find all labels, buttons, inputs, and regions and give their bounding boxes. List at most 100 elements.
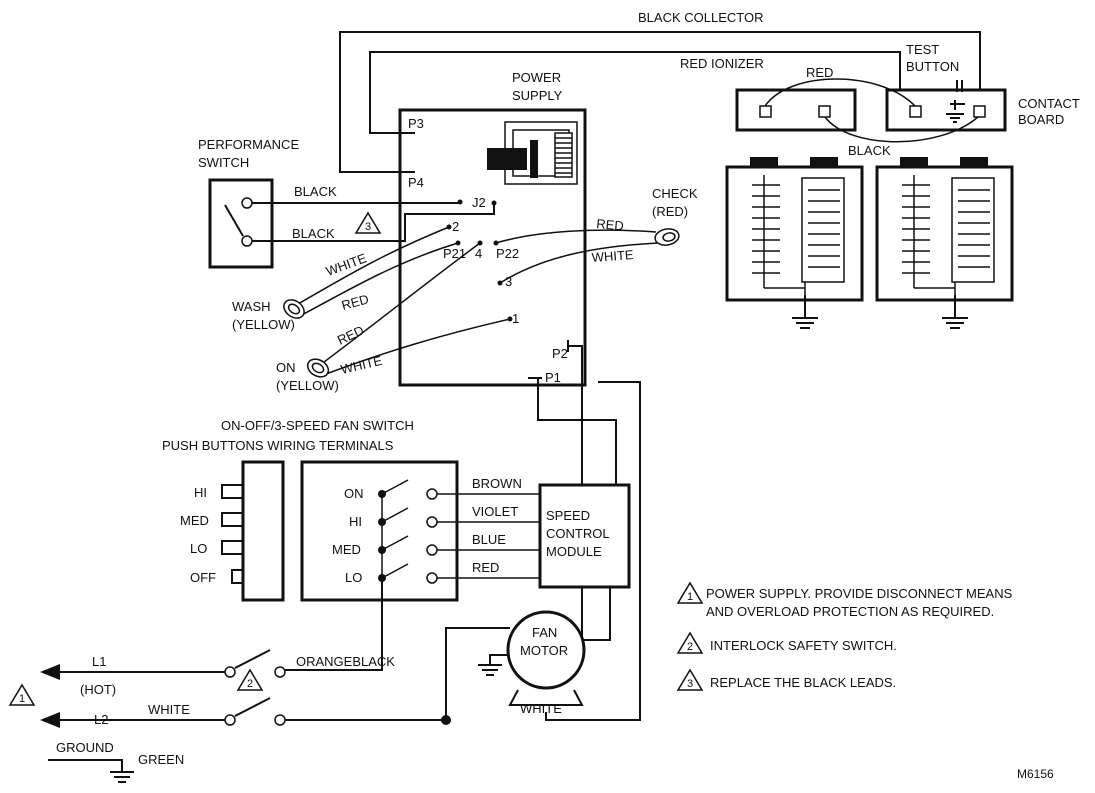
note-1-line-2: AND OVERLOAD PROTECTION AS REQUIRED. [706, 604, 994, 619]
fan-motor-label-2: MOTOR [520, 643, 568, 658]
l2-white-label: WHITE [148, 702, 190, 717]
push-button-tabs [221, 484, 243, 584]
terminal-p3: P3 [408, 116, 424, 131]
wash-white-label: WHITE [324, 250, 369, 279]
on-light-label-2: (YELLOW) [276, 378, 339, 393]
interlock-blade [234, 649, 271, 669]
button-hi: HI [194, 485, 207, 500]
check-red-label: RED [596, 216, 625, 233]
contact-board-label-2: BOARD [1018, 112, 1064, 127]
switch-pos-med: MED [332, 542, 361, 557]
check-light-icon [654, 228, 680, 246]
test-button-label-2: BUTTON [906, 59, 959, 74]
on-white-wire [325, 318, 511, 375]
neutral-junction [441, 715, 451, 725]
red-jumper-wire [764, 78, 916, 107]
motor-white-return [545, 381, 641, 721]
button-off: OFF [190, 570, 216, 585]
note-3-icon [676, 668, 704, 691]
contact-terminal-2 [973, 105, 986, 118]
fan-motor-label-1: FAN [532, 625, 557, 640]
wire-brown: BROWN [472, 476, 522, 491]
l2-arrow-icon [40, 712, 60, 728]
switch-pos-on: ON [344, 486, 364, 501]
note-1-line-1: POWER SUPPLY. PROVIDE DISCONNECT MEANS [706, 586, 1013, 601]
wire-red-switch: RED [472, 560, 499, 575]
power-supply-label-1: POWER [512, 70, 561, 85]
l2-label: L2 [94, 712, 108, 727]
ionizer-board [735, 88, 857, 132]
collector-cell-2 [875, 157, 1014, 329]
test-button-label-1: TEST [906, 42, 939, 57]
black-jumper-wire [824, 116, 979, 143]
wash-white-wire [297, 226, 450, 305]
wash-red-label: RED [340, 291, 370, 313]
terminal-j2: J2 [472, 195, 486, 210]
terminal-p2: P2 [552, 346, 568, 361]
l2-switch-terminal-1 [224, 714, 236, 726]
transformer-icon [487, 121, 578, 185]
on-red-label: RED [335, 323, 366, 348]
switch-contacts [378, 479, 438, 584]
performance-switch-label-1: PERFORMANCE [198, 137, 299, 152]
test-button-ground-icon [946, 80, 965, 123]
power-supply-label-2: SUPPLY [512, 88, 563, 103]
neutral-wire [285, 627, 510, 721]
perf-switch-blade [224, 204, 244, 237]
note-2-num: 2 [687, 641, 693, 653]
l2-switch-blade [234, 697, 271, 717]
ground-label: GROUND [56, 740, 114, 755]
check-light-label-1: CHECK [652, 186, 698, 201]
terminal-p22: P22 [496, 246, 519, 261]
performance-switch-box [208, 178, 274, 269]
note-3-marker-num: 3 [365, 221, 371, 233]
push-button-block [241, 460, 285, 602]
l1-label: L1 [92, 654, 106, 669]
terminal-3: 3 [505, 274, 512, 289]
perf-switch-terminal-bottom [241, 235, 253, 247]
on-red-wire [323, 242, 481, 363]
interlock-terminal-1 [224, 666, 236, 678]
ground-icon [48, 759, 134, 783]
speed-control-label-1: SPEED [546, 508, 590, 523]
motor-ground-icon [478, 654, 508, 676]
black-wire-2-label: BLACK [292, 226, 335, 241]
contact-board [885, 88, 1007, 132]
check-white-wire [499, 242, 659, 284]
figure-id: M6156 [1017, 767, 1054, 781]
red-ionizer-label: RED IONIZER [680, 56, 764, 71]
note-3-marker [354, 211, 382, 234]
orange-black-label: ORANGEBLACK [296, 654, 395, 669]
l2-switch-terminal-2 [274, 714, 286, 726]
fan-switch-title-1: ON-OFF/3-SPEED FAN SWITCH [221, 418, 414, 433]
perf-switch-terminal-top [241, 197, 253, 209]
wash-red-wire [299, 242, 459, 317]
wash-light-label-2: (YELLOW) [232, 317, 295, 332]
on-light-icon [306, 358, 330, 378]
green-label: GREEN [138, 752, 184, 767]
on-white-label: WHITE [339, 353, 384, 377]
orange-black-wire [285, 578, 383, 671]
black-jumper-label: BLACK [848, 143, 891, 158]
red-jumper-label: RED [806, 65, 833, 80]
performance-switch-label-2: SWITCH [198, 155, 249, 170]
on-light-label-1: ON [276, 360, 296, 375]
speed-control-label-3: MODULE [546, 544, 602, 559]
terminal-4: 4 [475, 246, 482, 261]
speed-control-label-2: CONTROL [546, 526, 610, 541]
l1-arrow-icon [40, 664, 60, 680]
wire-violet: VIOLET [472, 504, 518, 519]
ionizer-terminal-2 [818, 105, 831, 118]
wash-light-icon [283, 299, 305, 319]
hot-label: (HOT) [80, 682, 116, 697]
check-white-label: WHITE [591, 247, 634, 265]
note-1-icon [676, 581, 704, 604]
motor-white-label: WHITE [520, 701, 562, 716]
collector-cell-1 [725, 157, 864, 329]
black-wire-1-label: BLACK [294, 184, 337, 199]
interlock-terminal-2 [274, 666, 286, 678]
black-wire-2 [252, 203, 495, 242]
black-collector-wire [339, 31, 981, 173]
